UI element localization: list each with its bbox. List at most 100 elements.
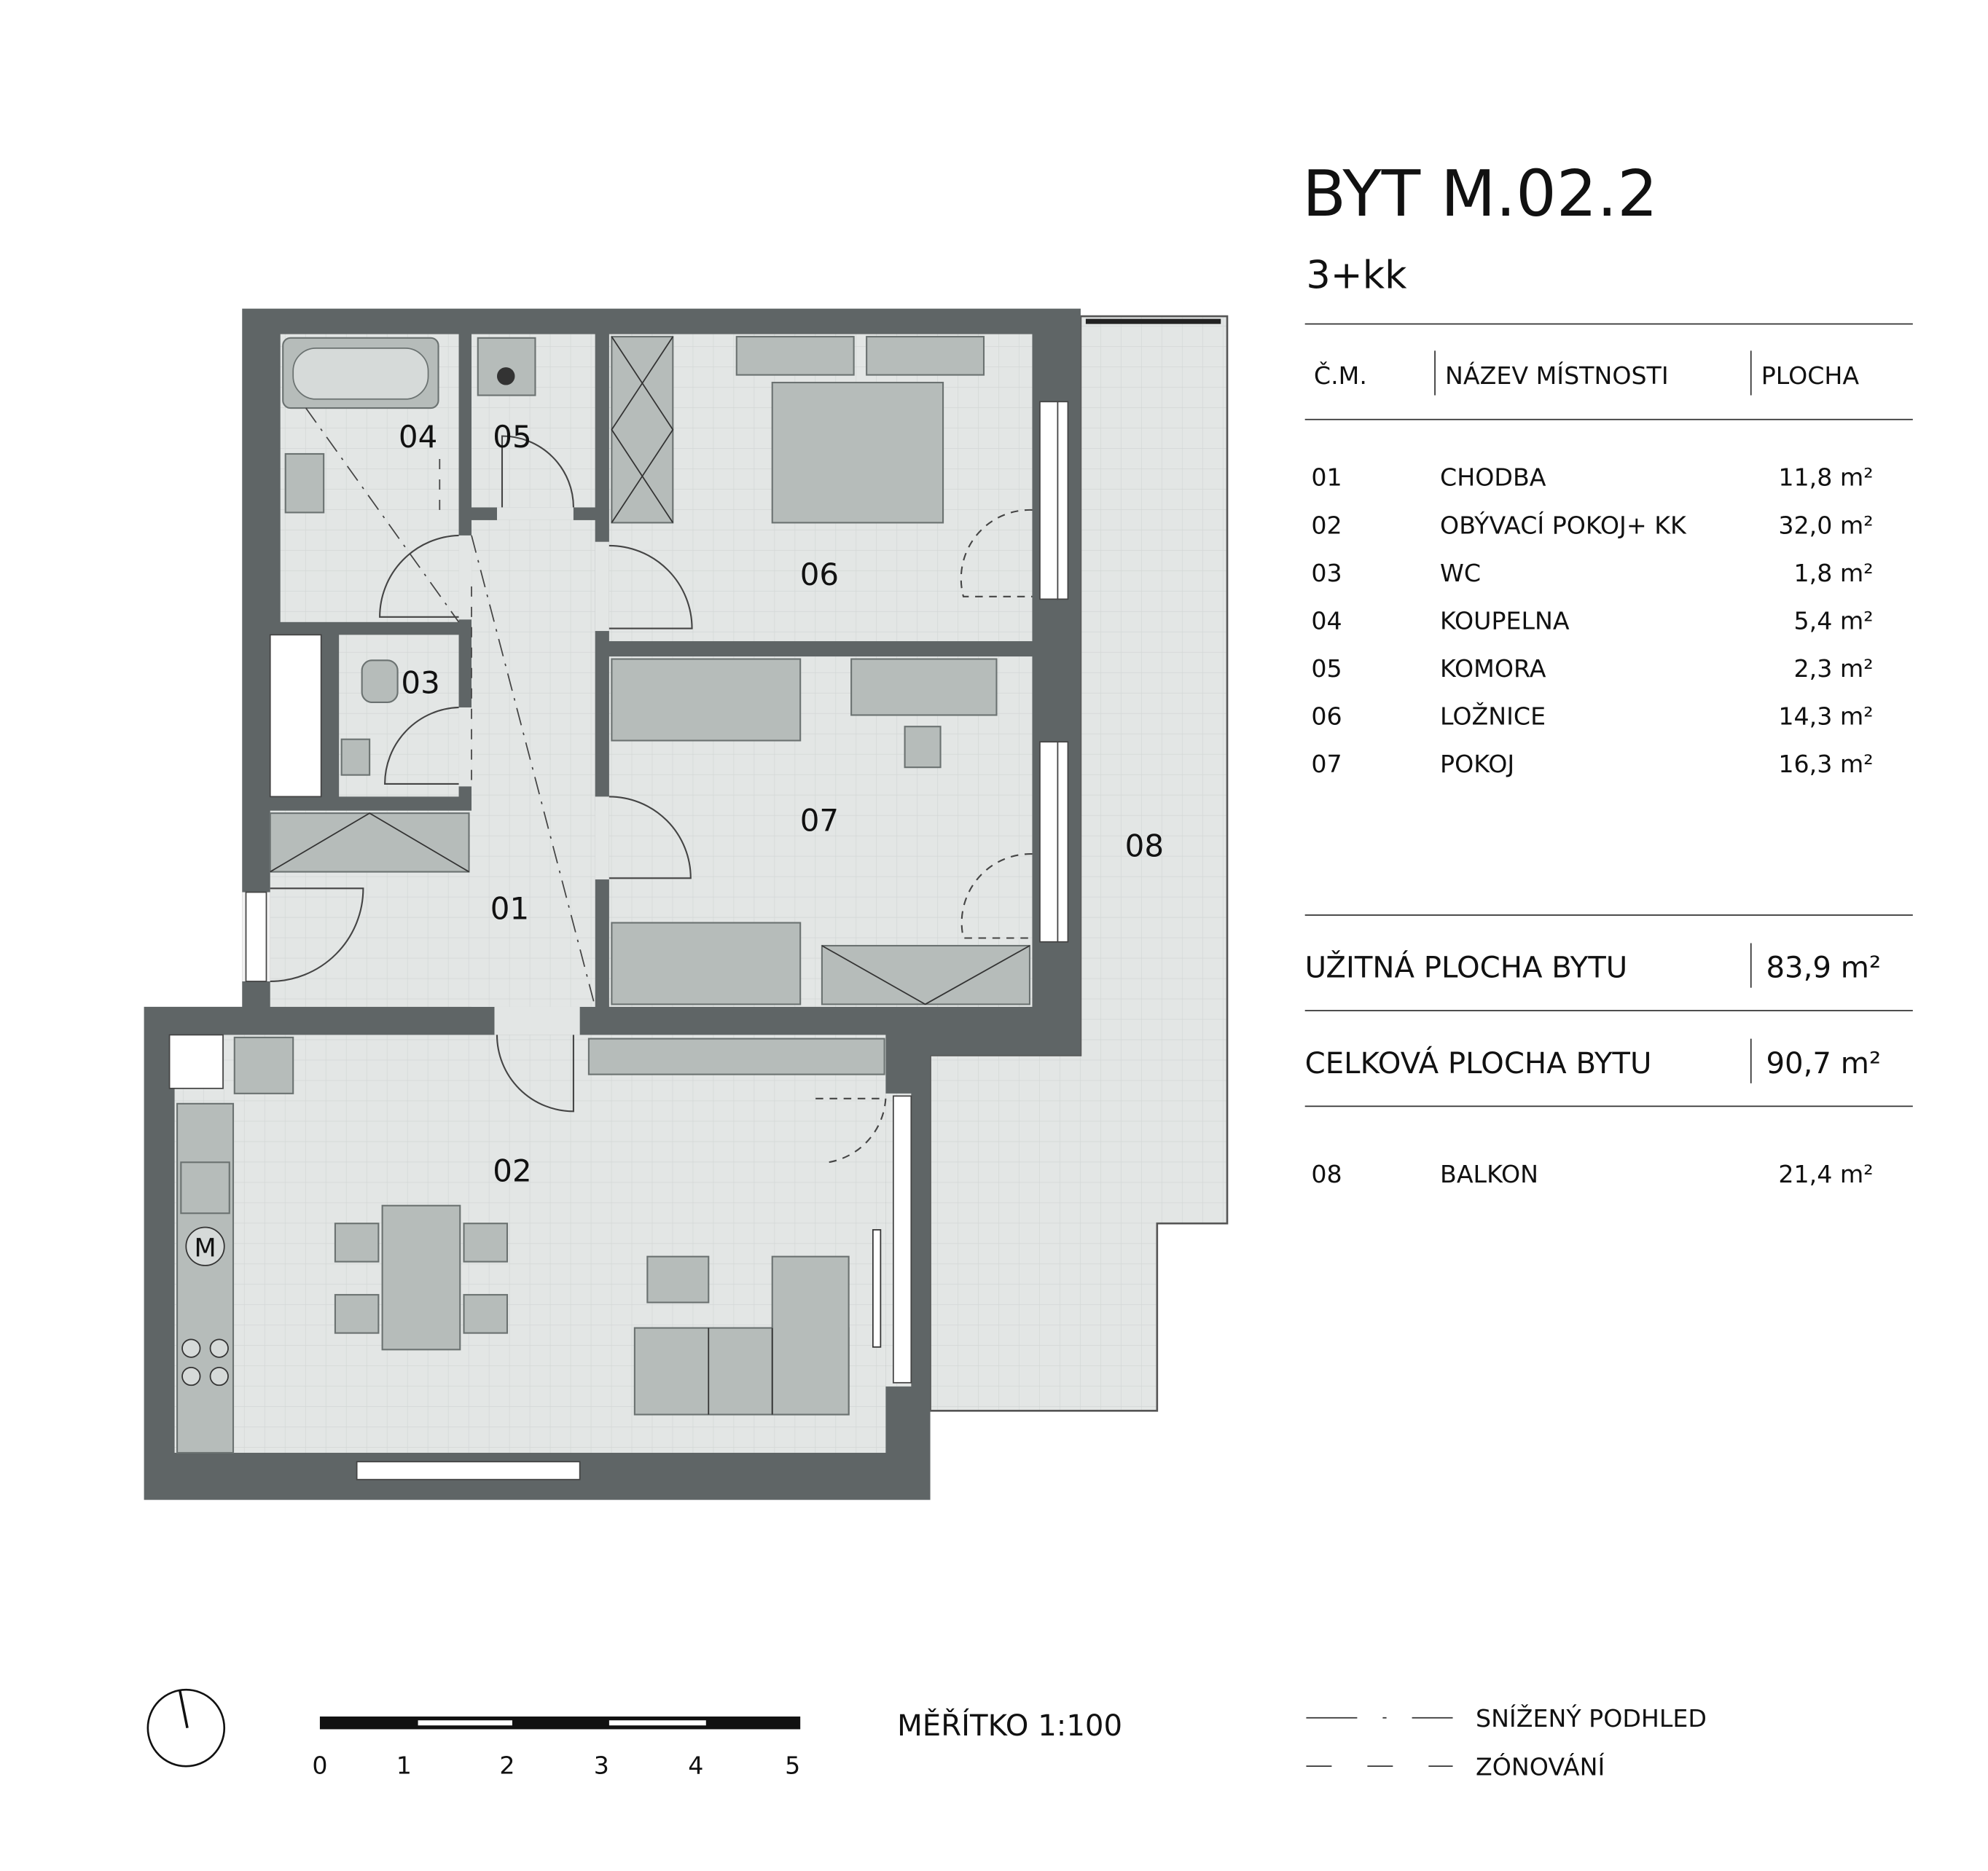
scale-bar xyxy=(319,1716,801,1730)
room-name: KOUPELNA xyxy=(1440,606,1570,635)
room-name: LOŽNICE xyxy=(1440,702,1546,731)
room-number: 04 xyxy=(1311,606,1342,635)
room-label-06: 06 xyxy=(800,557,839,592)
bed-07-top xyxy=(611,658,802,742)
scale-tick-label: 5 xyxy=(785,1752,800,1780)
room-name: WC xyxy=(1440,559,1481,587)
usable-area-label: UŽITNÁ PLOCHA BYTU xyxy=(1305,950,1628,985)
kitchen-sink xyxy=(180,1161,230,1215)
door-gap-05 xyxy=(497,507,574,520)
bathtub-inner xyxy=(292,347,429,400)
shoe-cabinet xyxy=(233,1036,294,1094)
room-label-05: 05 xyxy=(493,419,531,455)
zoning-label: ZÓNOVÁNÍ xyxy=(1476,1752,1605,1781)
room-number: 01 xyxy=(1311,463,1342,492)
room-area: 5,4 m² xyxy=(1794,606,1874,635)
room-label-07: 07 xyxy=(800,803,839,839)
sideboard xyxy=(587,1038,885,1075)
room-label-08: 08 xyxy=(1125,828,1164,864)
door-gap-03 xyxy=(458,707,472,787)
scale-ticks: 0 1 2 3 4 5 xyxy=(312,1752,800,1780)
windows xyxy=(245,401,1069,1480)
room-number: 05 xyxy=(1311,654,1342,683)
appliance-mark: M xyxy=(194,1234,216,1263)
bed-07-bottom xyxy=(611,922,802,1005)
lowered-ceiling-label: SNÍŽENÝ PODHLED xyxy=(1476,1703,1707,1733)
bedroom-wardrobe xyxy=(611,336,674,524)
room-label-03: 03 xyxy=(401,665,439,701)
table-row: 03 WC 1,8 m² xyxy=(1311,559,1873,587)
room-name: POKOJ xyxy=(1440,750,1514,778)
door-swings xyxy=(270,435,1033,1164)
room-number: 03 xyxy=(1311,559,1342,587)
table-row: 01 CHODBA 11,8 m² xyxy=(1311,463,1873,492)
balcony-number: 08 xyxy=(1311,1160,1342,1188)
balcony-area: 21,4 m² xyxy=(1778,1160,1873,1188)
usable-area-value: 83,9 m² xyxy=(1766,952,1881,985)
room-area: 14,3 m² xyxy=(1778,702,1873,731)
room-label-04: 04 xyxy=(399,419,437,455)
apartment-layout: 3+kk xyxy=(1306,254,1407,298)
wc-sink xyxy=(340,738,371,776)
table-row: 04 KOUPELNA 5,4 m² xyxy=(1311,606,1873,635)
pillow xyxy=(866,336,985,376)
bathroom-sink xyxy=(284,452,325,514)
column-header-name: NÁZEV MÍSTNOSTI xyxy=(1445,361,1669,390)
room-name: CHODBA xyxy=(1440,463,1546,492)
room-area: 11,8 m² xyxy=(1778,463,1873,492)
dishwasher-icon xyxy=(185,1226,225,1266)
sofa-chaise xyxy=(771,1255,850,1416)
north-arrow-needle xyxy=(178,1689,189,1729)
room-07-wardrobe xyxy=(821,944,1031,1005)
table-row: 06 LOŽNICE 14,3 m² xyxy=(1311,702,1873,731)
drain-icon xyxy=(497,367,515,385)
total-area-label: CELKOVÁ PLOCHA BYTU xyxy=(1305,1046,1652,1080)
furniture: M xyxy=(176,336,1031,1454)
scale-tick-label: 3 xyxy=(594,1752,609,1780)
chimney xyxy=(168,1034,224,1089)
column-header-area: PLOCHA xyxy=(1761,361,1860,390)
room-area: 1,8 m² xyxy=(1794,559,1874,587)
room-name: OBÝVACÍ POKOJ+ KK xyxy=(1440,510,1687,539)
lowered-ceiling-line xyxy=(305,407,596,1008)
door-gap-01-02 xyxy=(494,1006,580,1035)
pillow xyxy=(735,336,855,376)
dining-table xyxy=(381,1204,461,1351)
scale-tick-label: 4 xyxy=(688,1752,703,1780)
door-gap-07 xyxy=(595,796,609,880)
room-area: 2,3 m² xyxy=(1794,654,1874,683)
table-row: 05 KOMORA 2,3 m² xyxy=(1311,654,1873,683)
total-area-value: 90,7 m² xyxy=(1766,1047,1881,1080)
scale-label: MĚŘÍTKO 1:100 xyxy=(897,1708,1122,1743)
apartment-title: BYT M.02.2 xyxy=(1302,157,1658,231)
double-bed xyxy=(771,382,944,524)
scale-tick-label: 2 xyxy=(499,1752,514,1780)
coffee-table xyxy=(646,1255,710,1303)
hall-wardrobe xyxy=(269,812,470,873)
room-area: 16,3 m² xyxy=(1778,750,1873,778)
balcony-name: BALKON xyxy=(1440,1160,1538,1188)
kitchen-counter xyxy=(176,1102,235,1454)
room-number: 06 xyxy=(1311,702,1342,731)
room-label-02: 02 xyxy=(493,1153,531,1189)
room-label-01: 01 xyxy=(490,890,529,926)
tv xyxy=(872,1229,882,1348)
shower-tray xyxy=(477,337,536,396)
cooktop xyxy=(181,1338,229,1386)
door-gap-06 xyxy=(595,541,609,632)
scale-tick-label: 0 xyxy=(312,1752,327,1780)
scale-tick-label: 1 xyxy=(396,1752,412,1780)
wc-toilet xyxy=(361,659,399,704)
room-number: 02 xyxy=(1311,511,1342,539)
door-gap-04 xyxy=(458,535,472,620)
chair xyxy=(904,726,942,769)
north-arrow-icon xyxy=(146,1688,226,1768)
desk xyxy=(850,658,998,716)
wardrobe xyxy=(269,634,322,798)
room-name: KOMORA xyxy=(1440,654,1546,683)
zoning-line xyxy=(439,458,472,791)
